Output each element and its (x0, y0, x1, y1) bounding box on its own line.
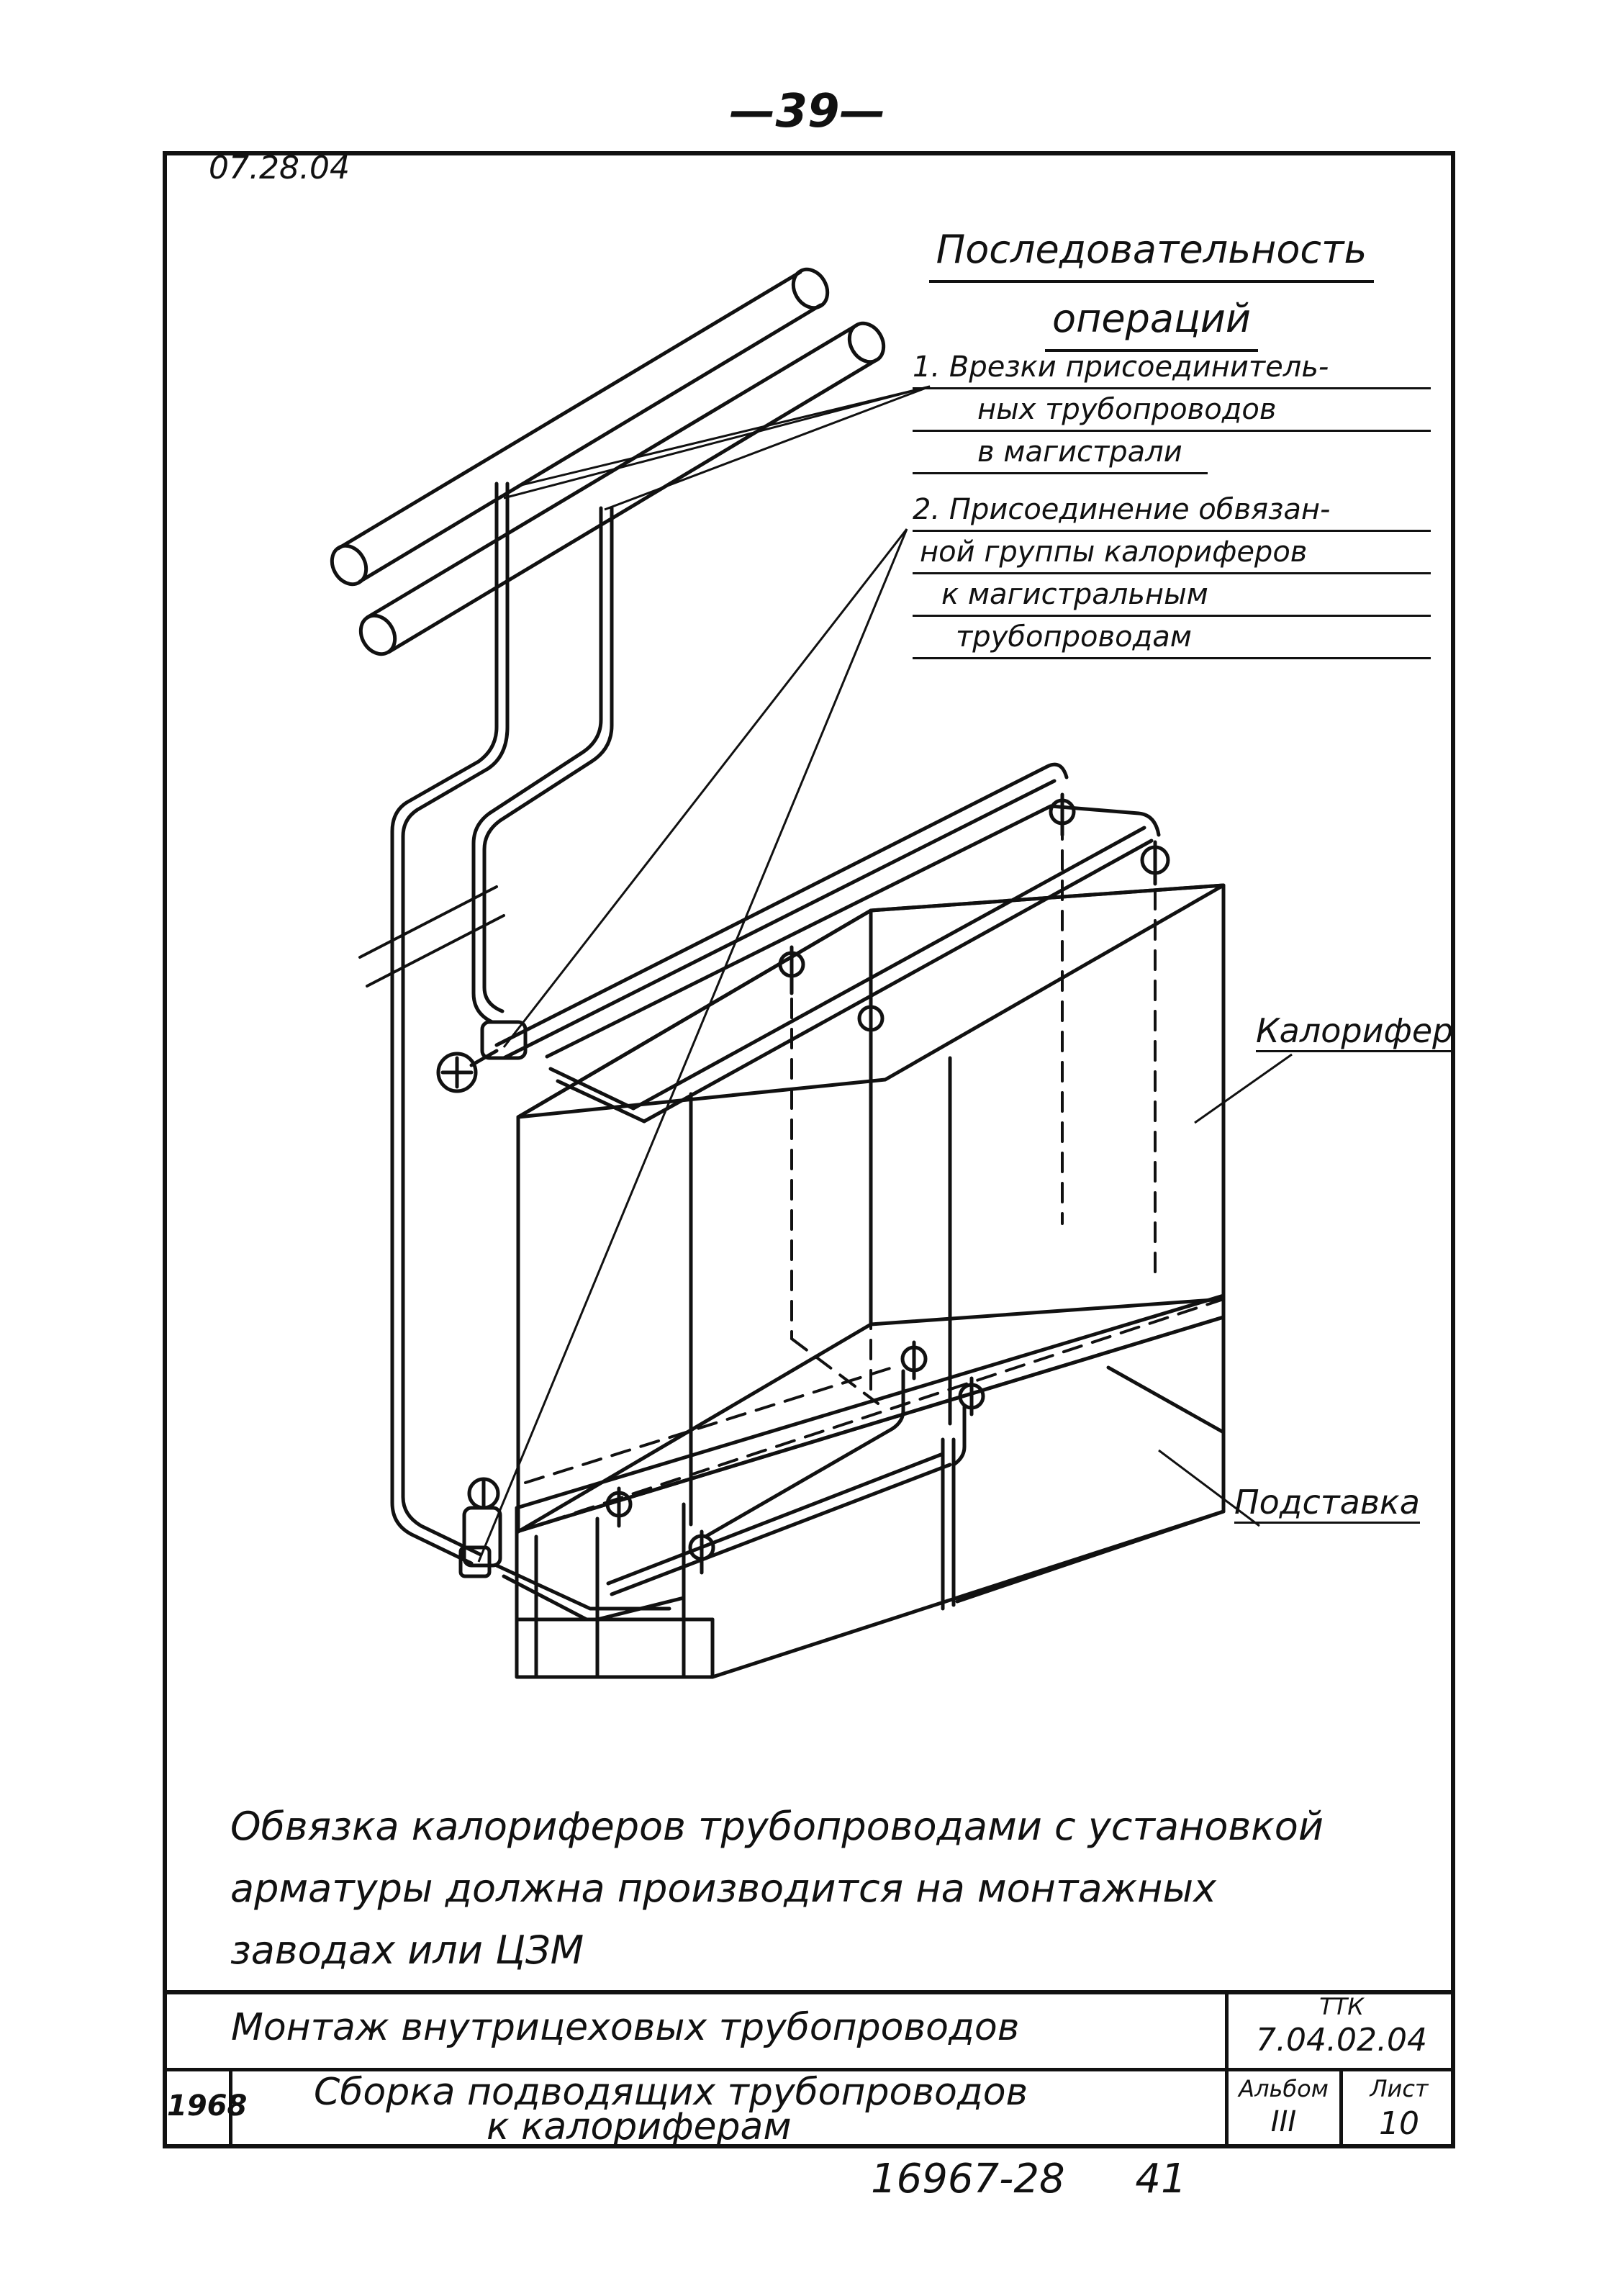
operations-title-line1: Последовательность (928, 220, 1375, 283)
note-line: Обвязка калориферов трубопроводами с уст… (230, 1804, 1324, 1849)
heater-label: Калорифер (1256, 1011, 1454, 1052)
page-ref: 41 (1135, 2156, 1187, 2202)
step-2-line: к магистральным (913, 574, 1431, 617)
note-line: заводах или ЦЗМ (230, 1927, 584, 1973)
top-valves (778, 792, 1170, 1049)
riser-left (390, 482, 510, 1565)
gate-valve-upper (436, 1020, 528, 1093)
stand-label: Подставка (1234, 1483, 1420, 1524)
main-pipe-upper (330, 267, 830, 587)
upper-headers (494, 762, 1161, 1124)
step-1-line: ных трубопроводов (913, 389, 1431, 432)
step-2-line: трубопроводам (913, 617, 1431, 659)
lower-headers (494, 1369, 967, 1622)
step-2-line: 2. Присоединение обвязан- (913, 489, 1431, 532)
album-label: Альбом (1239, 2075, 1329, 2102)
riser-right (471, 506, 614, 1024)
page-number: —39— (729, 85, 886, 138)
step-2-line: ной группы калориферов (913, 532, 1431, 574)
doc-number: 7.04.02.04 (1256, 2022, 1427, 2058)
drawing-frame (163, 151, 1455, 2148)
step-2: 2. Присоединение обвязан- ной группы кал… (913, 489, 1431, 659)
step-1: 1. Врезки присоединитель- ных трубопрово… (913, 347, 1431, 474)
main-pipe-lower (358, 321, 886, 656)
assembly-note: Обвязка калориферов трубопроводами с уст… (230, 1796, 1396, 1981)
operations-title-line2: операций (1045, 289, 1258, 352)
footer: 16967-28 41 (871, 2156, 1187, 2202)
step-1-line: 1. Врезки присоединитель- (913, 347, 1431, 389)
doc-type: ТТК (1319, 1993, 1364, 2020)
subtitle-line2: к калориферам (487, 2105, 792, 2148)
album-value: III (1270, 2105, 1297, 2138)
title-main: Монтаж внутрицеховых трубопроводов (231, 2006, 1020, 2049)
doc-code: 07.28.04 (209, 150, 350, 186)
operations-title: Последовательность операций (900, 220, 1403, 352)
title-block: Монтаж внутрицеховых трубопроводов ТТК 7… (163, 1990, 1455, 2148)
inventory-number: 16967-28 (871, 2156, 1065, 2202)
note-line: арматуры должна производится на монтажны… (230, 1866, 1217, 1911)
step-1-line: в магистрали (913, 432, 1208, 474)
sheet-value: 10 (1379, 2105, 1419, 2142)
sheet-label: Лист (1370, 2075, 1429, 2102)
subtitle-line1: Сборка подводящих трубопроводов (314, 2071, 1028, 2114)
bottom-valves (605, 1340, 985, 1575)
gate-valve-lower (458, 1477, 502, 1578)
year: 1968 (167, 2089, 248, 2123)
